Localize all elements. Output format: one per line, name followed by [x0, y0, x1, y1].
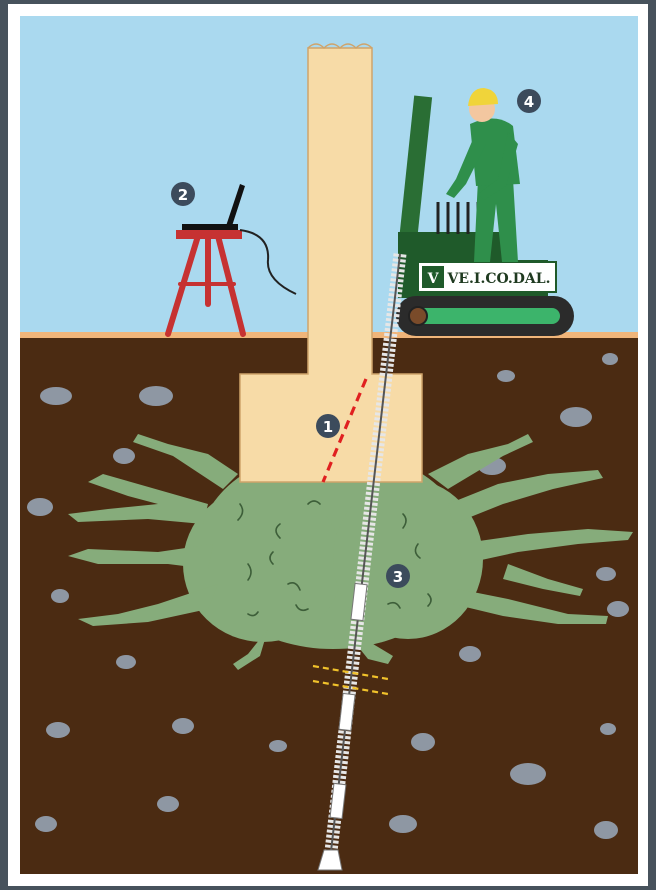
marker-label-3: 3 [393, 568, 403, 586]
marker-label-2: 2 [178, 186, 188, 204]
marker-badge-4: 4 [517, 89, 541, 113]
marker-badge-2: 2 [171, 182, 195, 206]
brand-name: VE.I.CO.DAL. [447, 271, 551, 287]
marker-label-1: 1 [323, 418, 333, 436]
marker-badge-3: 3 [386, 564, 410, 588]
foundation-injection-diagram: V VE.I.CO.DAL. 1 2 3 4 [8, 4, 648, 886]
brand-logo: V [427, 271, 440, 287]
marker-label-4: 4 [524, 93, 534, 111]
machine-track-belt [412, 308, 560, 324]
marker-badge-1: 1 [316, 414, 340, 438]
machine-wheel [409, 307, 427, 325]
diagram-frame: V VE.I.CO.DAL. 1 2 3 4 [8, 4, 648, 886]
tripod-head [176, 230, 242, 239]
